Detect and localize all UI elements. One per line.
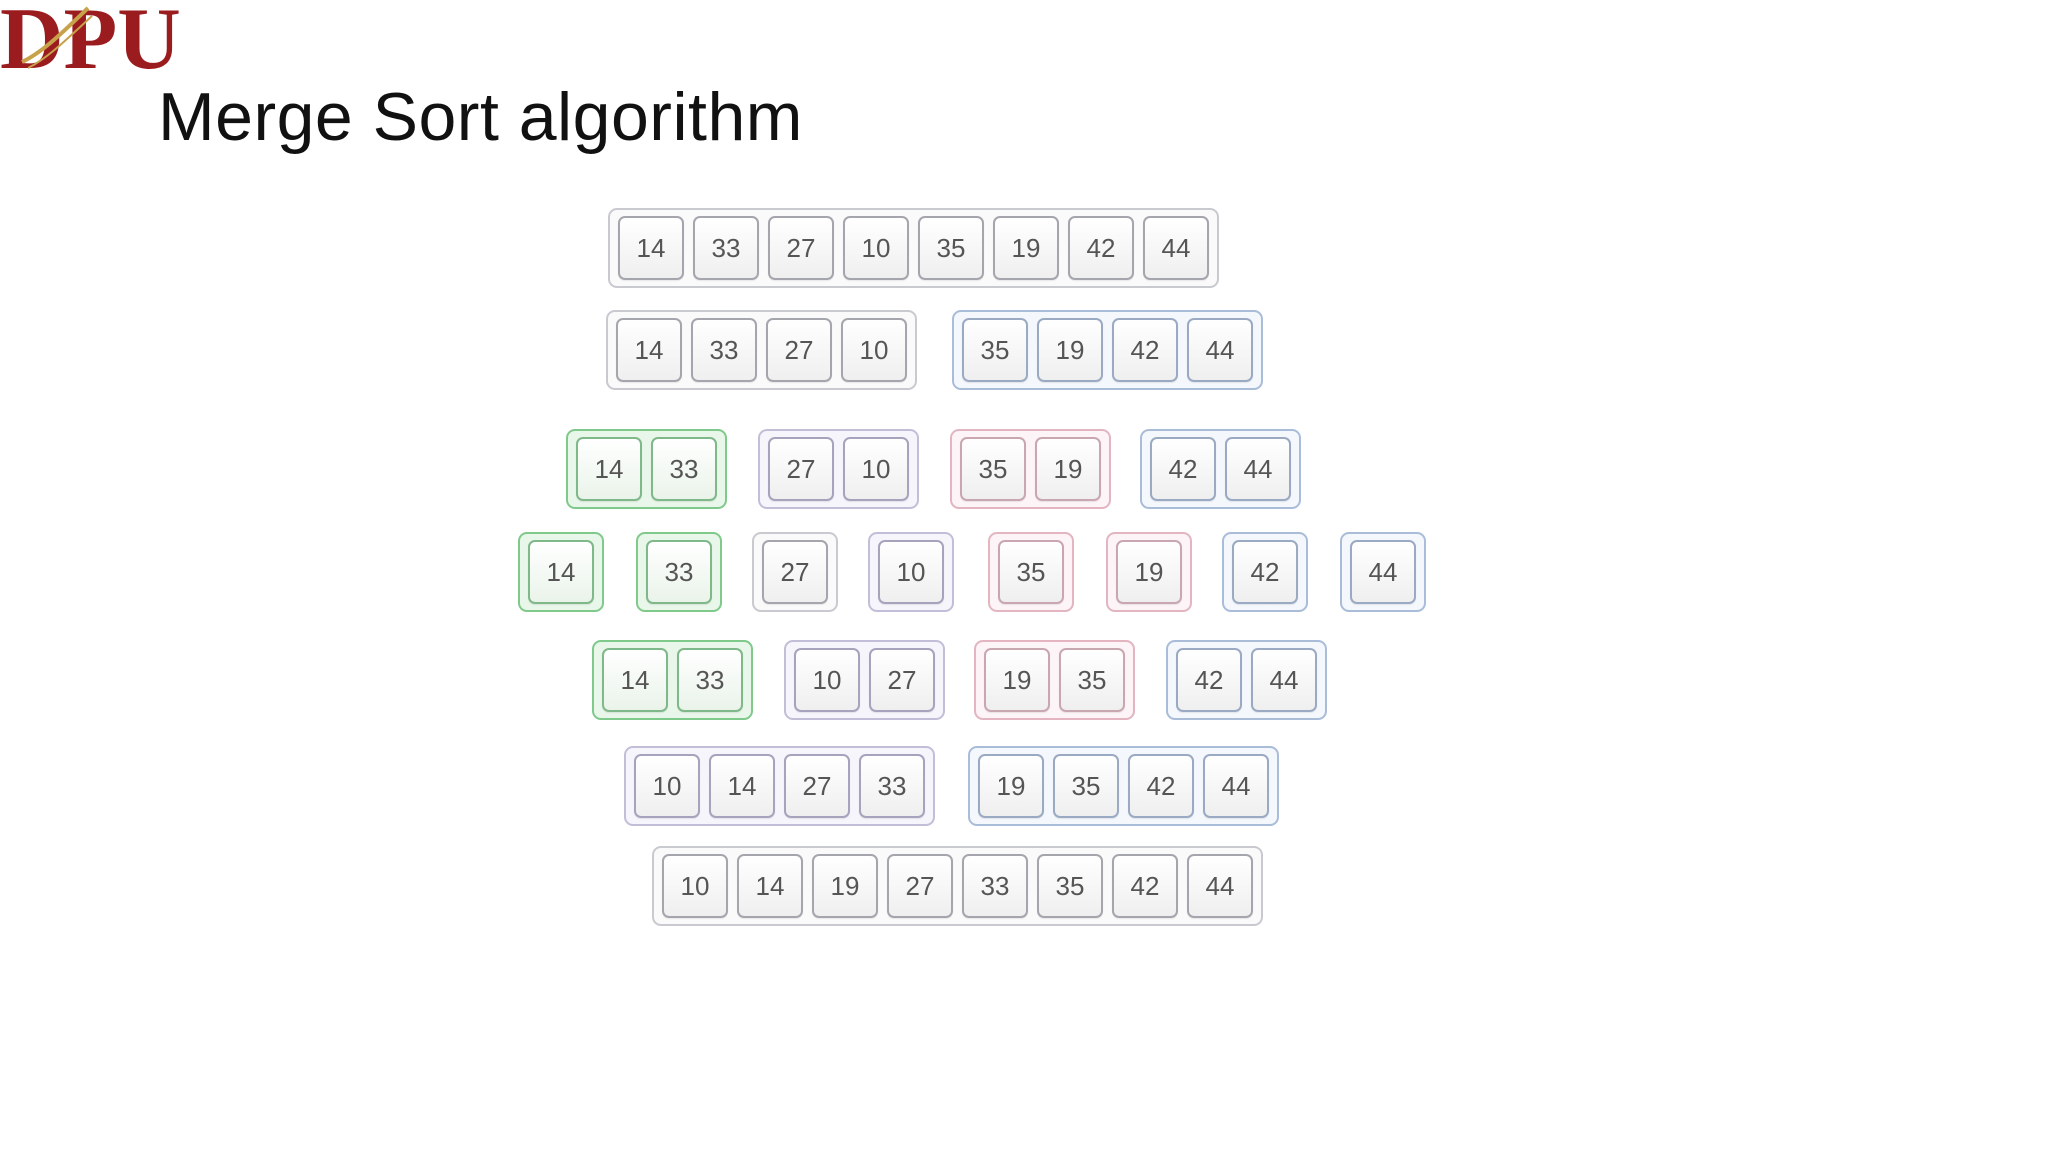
logo-swoosh-icon — [21, 6, 93, 69]
array-cell: 42 — [1176, 648, 1242, 712]
array-cell: 27 — [762, 540, 828, 604]
array-cell: 44 — [1203, 754, 1269, 818]
array-cell: 14 — [602, 648, 668, 712]
array-cell: 42 — [1128, 754, 1194, 818]
array-cell: 42 — [1232, 540, 1298, 604]
array-cell: 35 — [998, 540, 1064, 604]
array-cell: 35 — [1037, 854, 1103, 918]
array-cell: 19 — [812, 854, 878, 918]
array-cell: 33 — [693, 216, 759, 280]
array-cell: 27 — [768, 216, 834, 280]
array-cell: 10 — [843, 216, 909, 280]
array-cell: 19 — [993, 216, 1059, 280]
array-cell: 42 — [1112, 854, 1178, 918]
array-cell: 35 — [1059, 648, 1125, 712]
array-group: 14 — [518, 532, 604, 612]
array-cell: 33 — [859, 754, 925, 818]
array-cell: 27 — [766, 318, 832, 382]
array-cell: 19 — [978, 754, 1044, 818]
array-cell: 14 — [618, 216, 684, 280]
array-cell: 33 — [962, 854, 1028, 918]
array-cell: 44 — [1187, 318, 1253, 382]
array-cell: 35 — [1053, 754, 1119, 818]
dpu-logo: DPU — [0, 0, 181, 84]
array-group: 42 — [1222, 532, 1308, 612]
array-cell: 19 — [1035, 437, 1101, 501]
array-cell: 14 — [528, 540, 594, 604]
array-cell: 19 — [984, 648, 1050, 712]
array-cell: 44 — [1143, 216, 1209, 280]
array-cell: 33 — [646, 540, 712, 604]
array-cell: 10 — [794, 648, 860, 712]
array-group: 27 — [752, 532, 838, 612]
array-cell: 33 — [691, 318, 757, 382]
array-cell: 33 — [651, 437, 717, 501]
array-cell: 27 — [768, 437, 834, 501]
array-cell: 27 — [869, 648, 935, 712]
array-cell: 14 — [616, 318, 682, 382]
array-cell: 14 — [576, 437, 642, 501]
array-group: 33 — [636, 532, 722, 612]
logo-text: DPU — [0, 0, 181, 88]
array-cell: 10 — [841, 318, 907, 382]
array-group: 35 — [988, 532, 1074, 612]
array-group: 19 — [1106, 532, 1192, 612]
array-cell: 10 — [634, 754, 700, 818]
array-cell: 10 — [878, 540, 944, 604]
array-cell: 33 — [677, 648, 743, 712]
array-cell: 44 — [1350, 540, 1416, 604]
array-cell: 35 — [960, 437, 1026, 501]
array-cell: 27 — [784, 754, 850, 818]
array-cell: 27 — [887, 854, 953, 918]
array-cell: 44 — [1187, 854, 1253, 918]
array-cell: 44 — [1225, 437, 1291, 501]
array-cell: 10 — [662, 854, 728, 918]
array-cell: 19 — [1037, 318, 1103, 382]
array-cell: 42 — [1112, 318, 1178, 382]
array-cell: 19 — [1116, 540, 1182, 604]
array-group: 10 — [868, 532, 954, 612]
page-title: Merge Sort algorithm — [158, 79, 803, 155]
array-cell: 42 — [1068, 216, 1134, 280]
array-group: 44 — [1340, 532, 1426, 612]
array-cell: 10 — [843, 437, 909, 501]
array-cell: 14 — [737, 854, 803, 918]
array-cell: 35 — [918, 216, 984, 280]
array-cell: 44 — [1251, 648, 1317, 712]
array-cell: 35 — [962, 318, 1028, 382]
array-cell: 42 — [1150, 437, 1216, 501]
array-cell: 14 — [709, 754, 775, 818]
